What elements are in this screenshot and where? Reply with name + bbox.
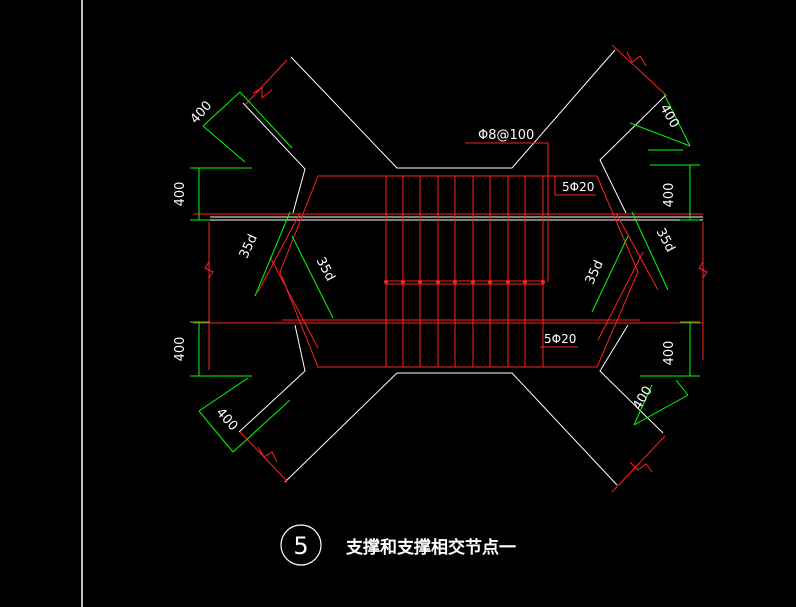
dimext-bl-diag-2 [232,399,291,453]
bar-dot-9 [522,279,528,285]
concrete-outline [210,49,703,486]
break-mark-top-right [626,51,647,67]
label-top-bars: 5Φ20 [562,180,594,194]
dimext-br-diag-1 [633,384,653,426]
dimline-35d-r1 [591,235,629,313]
outline-lower-right-arm [599,324,664,434]
bar-dot-3 [417,279,423,285]
dim-text-tr-vert: 400 [662,183,677,208]
dim-text-bl-diag: 400 [213,405,241,433]
dimext-bl-diag-1 [198,377,249,412]
dimext-br-diag-2 [675,379,689,396]
bar-dot-8 [505,279,511,285]
bar-dot-5 [452,279,458,285]
rebar-labels: Φ8@100 5Φ20 5Φ20 [478,128,594,346]
rebar-hexagon-frame [279,175,639,368]
dim-text-tl-vert: 400 [173,182,188,207]
dimline-br-diag [633,394,689,426]
leader-stirrup [465,142,549,282]
rebar-arm-top-left [245,59,288,105]
dimension-lines [190,91,700,453]
dim-text-br-diag: 400 [630,384,655,413]
rebar-layout [193,44,708,493]
dimline-tl-diag [202,91,241,127]
dimext-tr-diag-1 [629,122,691,147]
break-mark-right [698,261,708,279]
stirrup-group [385,176,544,367]
rebar-diagonal-left-1 [257,212,301,293]
leader-top-bars [548,175,596,196]
inner-bar-group [383,279,546,285]
dim-text-35d-l1: 35d [237,232,261,261]
break-mark-bottom-left [257,446,278,463]
title-number: 5 [293,532,308,560]
dimext-tl-diag-1 [239,91,293,149]
dimension-texts: 400 400 400 400 400 400 400 400 35d 35d … [173,98,682,433]
dim-text-tr-diag: 400 [656,102,681,131]
label-bottom-bars: 5Φ20 [544,332,576,346]
rebar-arm-top-right [611,44,668,97]
dim-text-35d-l2: 35d [313,255,338,284]
dimext-tl-diag-2 [202,125,246,163]
rebar-arm-bottom-right [611,435,666,493]
dimline-tr-diag [663,93,691,147]
dim-text-tl-diag: 400 [188,98,216,126]
outline-lower-left-arm [238,324,306,433]
bar-dot-2 [400,279,406,285]
drawing-title: 5 支撑和支撑相交节点一 [280,524,516,566]
rebar-diagonal-right-2 [597,251,644,341]
dim-text-35d-r2: 35d [653,226,678,255]
dimline-bl-diag [198,410,234,453]
outline-top-left-arm [290,49,616,169]
rebar-diagonal-right-1 [615,212,659,291]
title-text: 支撑和支撑相交节点一 [346,537,516,558]
dimline-35d-l2 [291,235,334,319]
bar-dot-10 [540,279,546,285]
dim-text-bl-vert: 400 [173,337,188,362]
bar-dot-7 [487,279,493,285]
break-mark-top-left [252,87,273,100]
dim-text-br-vert: 400 [662,341,677,366]
outline-upper-right-arm [599,95,666,214]
bar-dot-4 [435,279,441,285]
bar-dot-6 [470,279,476,285]
label-stirrup: Φ8@100 [478,128,534,143]
outline-upper-left-arm [242,102,306,214]
dimline-35d-l1 [254,211,291,297]
title-number-circle [280,524,322,566]
rebar-arm-bottom-left [239,431,288,482]
outline-bottom-arm [284,372,618,486]
leader-lines [465,142,596,348]
dim-text-35d-r1: 35d [583,258,607,287]
rebar-diagonal-left-2 [269,256,319,349]
break-mark-bottom-right [629,461,653,473]
break-mark-left [204,261,214,279]
bar-dot-1 [383,279,389,285]
dimline-35d-r2 [631,211,669,291]
